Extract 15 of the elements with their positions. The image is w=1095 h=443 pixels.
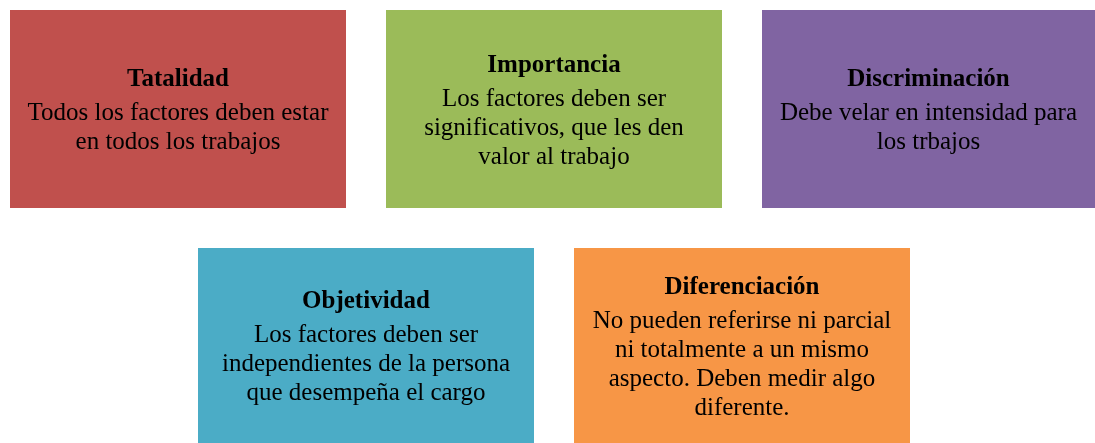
card	[574, 248, 910, 443]
card-text: Los factores deben ser independientes de la persona que desempeña el cargo	[220, 319, 512, 406]
card	[198, 248, 534, 443]
card-heading: Diferenciación	[664, 270, 820, 301]
card	[762, 10, 1095, 208]
card-text: Debe velar en intensidad para los trbajos	[778, 97, 1079, 155]
card-heading: Discriminación	[847, 63, 1010, 93]
card-heading: Tatalidad	[127, 63, 229, 93]
card	[386, 10, 722, 208]
card-text: No pueden referirse ni parcial ni totalmente a un mismo aspecto. Deben medir algo diferente.	[591, 304, 893, 421]
card-text: Los factores deben ser significativos, que les den valor al trabajo	[423, 82, 685, 170]
card	[10, 10, 346, 208]
card-heading: Importancia	[487, 48, 621, 79]
card-text: Todos los factores deben estar en todos los trabajos	[26, 97, 330, 155]
card-heading: Objetividad	[302, 285, 430, 315]
